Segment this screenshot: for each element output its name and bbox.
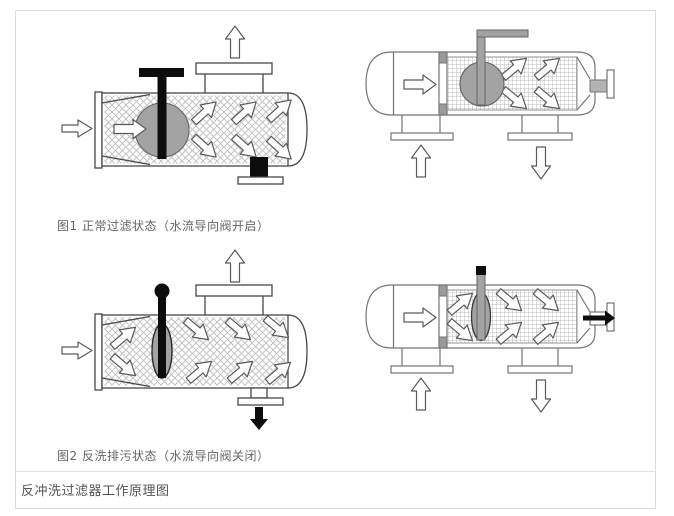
divider-plate-bottom	[438, 336, 448, 349]
drain-flange	[237, 176, 284, 185]
fig1-right-filter	[365, 29, 615, 180]
top-outlet-neck	[204, 296, 264, 315]
valve-stem	[158, 296, 166, 378]
inlet-up-arrow-icon	[410, 144, 432, 178]
fig1-left-filter	[61, 25, 308, 185]
left-leg	[401, 348, 441, 366]
left-leg-flange	[390, 132, 454, 141]
divider-plate-top	[438, 284, 448, 297]
outlet-down-arrow-icon	[530, 379, 552, 413]
left-leg	[401, 115, 441, 133]
drain-valve-closed	[250, 157, 268, 177]
figure2-caption: 图2 反洗排污状态（水流导向阀关闭）	[57, 449, 270, 463]
footer-divider	[16, 471, 655, 472]
outlet-stub-flange	[606, 69, 615, 99]
figure1-caption: 图1 正常过滤状态（水流导向阀开启）	[57, 219, 270, 233]
top-outlet-flange	[195, 62, 273, 75]
vessel-end-cap	[287, 314, 308, 389]
right-leg	[521, 115, 559, 133]
backwash-out-arrow-icon	[583, 310, 615, 326]
outlet-up-arrow-icon	[224, 25, 246, 59]
right-leg	[521, 348, 559, 366]
image-title: 反冲洗过滤器工作原理图	[21, 484, 170, 499]
fig2-left-filter	[61, 249, 308, 430]
divider-plate-bottom	[438, 103, 448, 116]
right-leg-flange	[507, 132, 573, 141]
valve-stem	[476, 33, 486, 106]
inlet-taper-lines	[101, 315, 151, 388]
right-leg-flange	[507, 365, 573, 374]
drain-flange	[237, 397, 284, 406]
valve-lever-handle	[476, 29, 529, 38]
vessel-end-cap	[287, 92, 308, 167]
outlet-cone-lines	[576, 56, 591, 111]
outlet-down-arrow-icon	[530, 146, 552, 180]
top-outlet-flange	[195, 284, 273, 297]
outlet-cone-lines	[576, 289, 591, 344]
inlet-up-arrow-icon	[410, 377, 432, 411]
valve-stem	[476, 273, 486, 341]
inlet-flow-arrow-icon	[61, 119, 93, 138]
drain-nozzle-open	[250, 387, 268, 399]
fig2-right-filter	[365, 266, 615, 413]
divider-plate-top	[438, 51, 448, 64]
outlet-stub-pipe	[589, 79, 609, 93]
left-leg-flange	[390, 365, 454, 374]
inlet-flange	[94, 313, 103, 391]
valve-stem-black-cap	[476, 266, 486, 275]
inlet-flange	[94, 91, 103, 169]
valve-stem	[157, 73, 167, 159]
drain-down-arrow-icon	[250, 407, 268, 430]
valve-knob-handle	[154, 283, 170, 299]
top-outlet-neck	[204, 74, 264, 93]
valve-t-handle	[139, 68, 184, 77]
inlet-taper-lines	[101, 93, 151, 166]
inlet-flow-arrow-icon	[61, 341, 93, 360]
outlet-up-arrow-icon	[224, 249, 246, 283]
